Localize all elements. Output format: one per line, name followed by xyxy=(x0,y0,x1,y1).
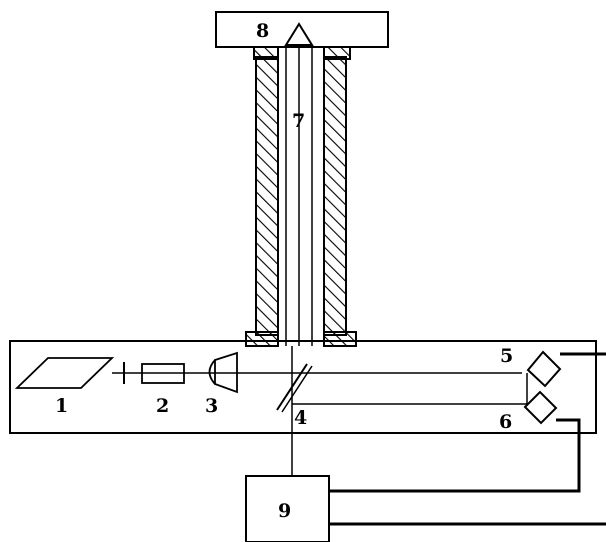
label-5: 5 xyxy=(500,345,513,367)
label-8: 8 xyxy=(256,20,269,42)
label-7: 7 xyxy=(292,110,305,132)
component-4 xyxy=(276,363,308,411)
label-4: 4 xyxy=(294,407,307,429)
housing-box xyxy=(9,340,597,434)
label-9: 9 xyxy=(278,500,291,522)
tube-wall-right xyxy=(323,56,347,336)
block-9 xyxy=(245,475,330,542)
detector-5 xyxy=(526,350,562,388)
tube-wall-left xyxy=(255,56,279,336)
label-3: 3 xyxy=(205,395,218,417)
component-1 xyxy=(14,357,115,389)
detector-6 xyxy=(523,390,558,425)
label-6: 6 xyxy=(499,411,512,433)
label-2: 2 xyxy=(156,395,169,417)
label-1: 1 xyxy=(55,395,68,417)
cable-6 xyxy=(329,418,581,493)
